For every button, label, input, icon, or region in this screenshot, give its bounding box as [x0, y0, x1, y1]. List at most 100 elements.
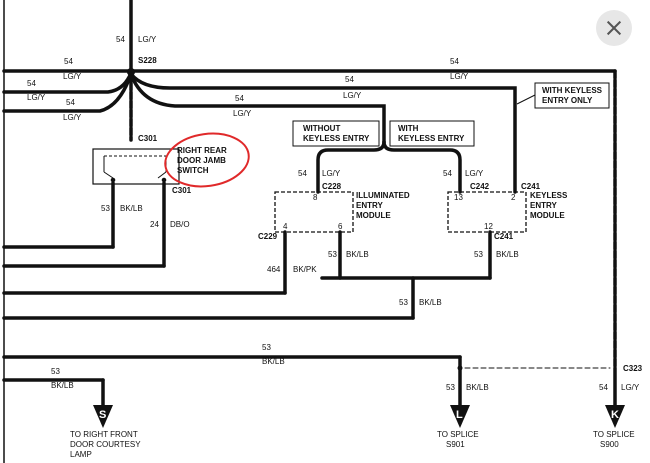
terminal-l-arrow-icon: [450, 405, 470, 428]
wire-num-464: 464: [267, 265, 281, 274]
terminal-k: K TO SPLICE S900: [593, 405, 635, 449]
wire-num-53: 53: [101, 204, 110, 213]
splice-dot-l: [457, 365, 463, 371]
iem-label-line-3: MODULE: [356, 211, 391, 220]
wire-color-lgy: LG/Y: [343, 91, 362, 100]
note-with-line-2: KEYLESS ENTRY: [398, 134, 465, 143]
wire-num-53: 53: [446, 383, 455, 392]
note-with-only-line-2: ENTRY ONLY: [542, 96, 593, 105]
terminal-l: L TO SPLICE S901: [437, 405, 479, 449]
terminal-l-label-1: TO SPLICE: [437, 430, 479, 439]
wire-color-bklb: BK/LB: [346, 250, 369, 259]
pin-4: 4: [283, 222, 288, 231]
wire-color-bklb: BK/LB: [262, 357, 285, 366]
note-with-keyless-box: [389, 120, 475, 147]
wire-num-54: 54: [345, 75, 354, 84]
note-with-keyless-only-box: [534, 82, 610, 109]
terminal-s-label-3: LAMP: [70, 450, 92, 459]
wire-color-bklb: BK/LB: [496, 250, 519, 259]
highlight-circle: [164, 132, 250, 188]
wire-color-bkpk: BK/PK: [293, 265, 317, 274]
wire-color-lgy: LG/Y: [138, 35, 157, 44]
wire-color-lgy: LG/Y: [27, 93, 46, 102]
kem-label-line-1: KEYLESS: [530, 191, 568, 200]
switch-label-line-2: DOOR JAMB: [177, 156, 226, 165]
connector-c241: C241: [494, 232, 514, 241]
kem-label-line-2: ENTRY: [530, 201, 557, 210]
terminal-k-label-2: S900: [600, 440, 619, 449]
wire-num-54: 54: [450, 57, 459, 66]
pin-12: 12: [484, 222, 493, 231]
wire-num-53: 53: [51, 367, 60, 376]
terminal-s-letter: S: [99, 409, 106, 421]
pin-8: 8: [313, 193, 318, 202]
note-without-line-1: WITHOUT: [303, 124, 340, 133]
wire-labels: 54 LG/Y S228 54 LG/Y 54 LG/Y 54 LG/Y 54 …: [27, 35, 640, 392]
wire-color-bklb: BK/LB: [51, 381, 74, 390]
wire-num-54: 54: [64, 57, 73, 66]
connector-c228: C228: [322, 182, 342, 191]
connector-c241: C241: [521, 182, 541, 191]
wire-color-lgy: LG/Y: [63, 113, 82, 122]
wire-54-to-c228: [316, 140, 386, 194]
wire-color-lgy: LG/Y: [63, 72, 82, 81]
wire-num-54: 54: [27, 79, 36, 88]
splice-s228: [127, 68, 135, 76]
pin-6: 6: [338, 222, 343, 231]
note-pointer: [516, 94, 536, 105]
note-with-line-1: WITH: [398, 124, 419, 133]
connector-c301: C301: [172, 186, 192, 195]
connector-c301: C301: [138, 134, 158, 143]
option-notes: WITHOUT KEYLESS ENTRY WITH KEYLESS ENTRY…: [292, 82, 610, 147]
wire-color-lgy: LG/Y: [621, 383, 640, 392]
wire-num-54: 54: [66, 98, 75, 107]
terminal-s-label-1: TO RIGHT FRONT: [70, 430, 138, 439]
door-jamb-switch: RIGHT REAR DOOR JAMB SWITCH: [92, 132, 250, 188]
wire-num-53: 53: [399, 298, 408, 307]
connector-c242: C242: [470, 182, 490, 191]
wire-num-54: 54: [116, 35, 125, 44]
switch-label-line-1: RIGHT REAR: [177, 146, 227, 155]
splice-label-s228: S228: [138, 56, 157, 65]
iem-label-line-2: ENTRY: [356, 201, 383, 210]
connector-c323: C323: [623, 364, 643, 373]
terminal-l-label-2: S901: [446, 440, 465, 449]
wire-54-to-options: [129, 72, 386, 144]
note-without-line-2: KEYLESS ENTRY: [303, 134, 370, 143]
switch-contacts-icon: [103, 155, 167, 183]
keyless-entry-module: 13 2 12 KEYLESS ENTRY MODULE: [447, 191, 568, 233]
wire-color-lgy: LG/Y: [233, 109, 252, 118]
wire-num-53: 53: [262, 343, 271, 352]
terminal-s: S TO RIGHT FRONT DOOR COURTESY LAMP: [70, 405, 141, 459]
wire-color-bklb: BK/LB: [419, 298, 442, 307]
terminal-k-label-1: TO SPLICE: [593, 430, 635, 439]
terminal-k-arrow-icon: [605, 405, 625, 428]
terminal-s-arrow-icon: [93, 405, 113, 428]
wires: [2, 0, 617, 407]
terminal-l-letter: L: [456, 409, 463, 421]
switch-box: [92, 148, 180, 185]
wire-color-lgy: LG/Y: [465, 169, 484, 178]
wire-num-24: 24: [150, 220, 159, 229]
switch-label-line-3: SWITCH: [177, 166, 209, 175]
wire-num-54: 54: [235, 94, 244, 103]
close-button[interactable]: [596, 10, 632, 46]
connector-labels: C301 C301 C228 C229 C242 C241 C241 C323: [138, 134, 643, 373]
note-with-only-line-1: WITH KEYLESS: [542, 86, 603, 95]
wire-color-lgy: LG/Y: [322, 169, 341, 178]
iem-label-line-1: ILLUMINATED: [356, 191, 410, 200]
terminal-s-label-2: DOOR COURTESY: [70, 440, 141, 449]
wire-color-lgy: LG/Y: [450, 72, 469, 81]
wire-color-dbo: DB/O: [170, 220, 190, 229]
wire-num-54: 54: [298, 169, 307, 178]
connector-c229: C229: [258, 232, 278, 241]
pin-2: 2: [511, 193, 516, 202]
iem-box: [274, 191, 354, 233]
wire-color-bklb: BK/LB: [120, 204, 143, 213]
note-without-keyless-box: [292, 120, 380, 147]
wire-num-54: 54: [443, 169, 452, 178]
wire-num-54: 54: [599, 383, 608, 392]
wire-54-left-3: [2, 72, 133, 113]
